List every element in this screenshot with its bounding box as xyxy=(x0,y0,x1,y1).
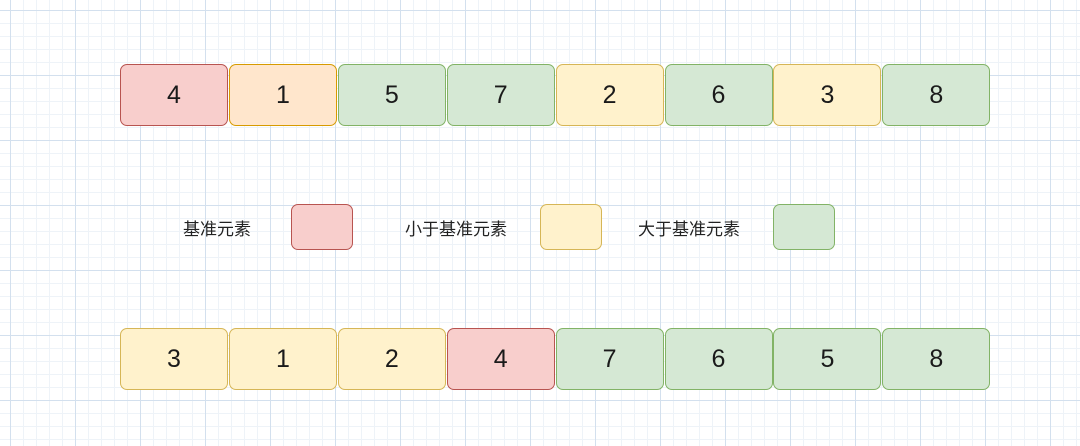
legend-swatch-greater xyxy=(773,204,835,250)
legend-label-pivot: 基准元素 xyxy=(183,220,251,240)
array-cell: 8 xyxy=(882,328,991,390)
array-cell: 2 xyxy=(555,64,664,126)
array-cell: 3 xyxy=(773,64,882,126)
legend-label-less: 小于基准元素 xyxy=(405,220,507,240)
legend-swatch-less xyxy=(540,204,602,250)
legend-swatch-pivot xyxy=(291,204,353,250)
array-cell: 1 xyxy=(228,328,337,390)
array-cell: 1 xyxy=(228,64,337,126)
array-cell: 6 xyxy=(664,328,773,390)
array-cell: 8 xyxy=(882,64,991,126)
array-cell: 4 xyxy=(120,64,228,126)
array-cell: 7 xyxy=(555,328,664,390)
array-cell: 5 xyxy=(337,64,446,126)
array-cell: 3 xyxy=(120,328,228,390)
array-cell: 5 xyxy=(773,328,882,390)
array-cell: 2 xyxy=(337,328,446,390)
array-cell: 7 xyxy=(446,64,555,126)
array-cell: 4 xyxy=(446,328,555,390)
array-cell: 6 xyxy=(664,64,773,126)
legend-label-greater: 大于基准元素 xyxy=(638,220,740,240)
